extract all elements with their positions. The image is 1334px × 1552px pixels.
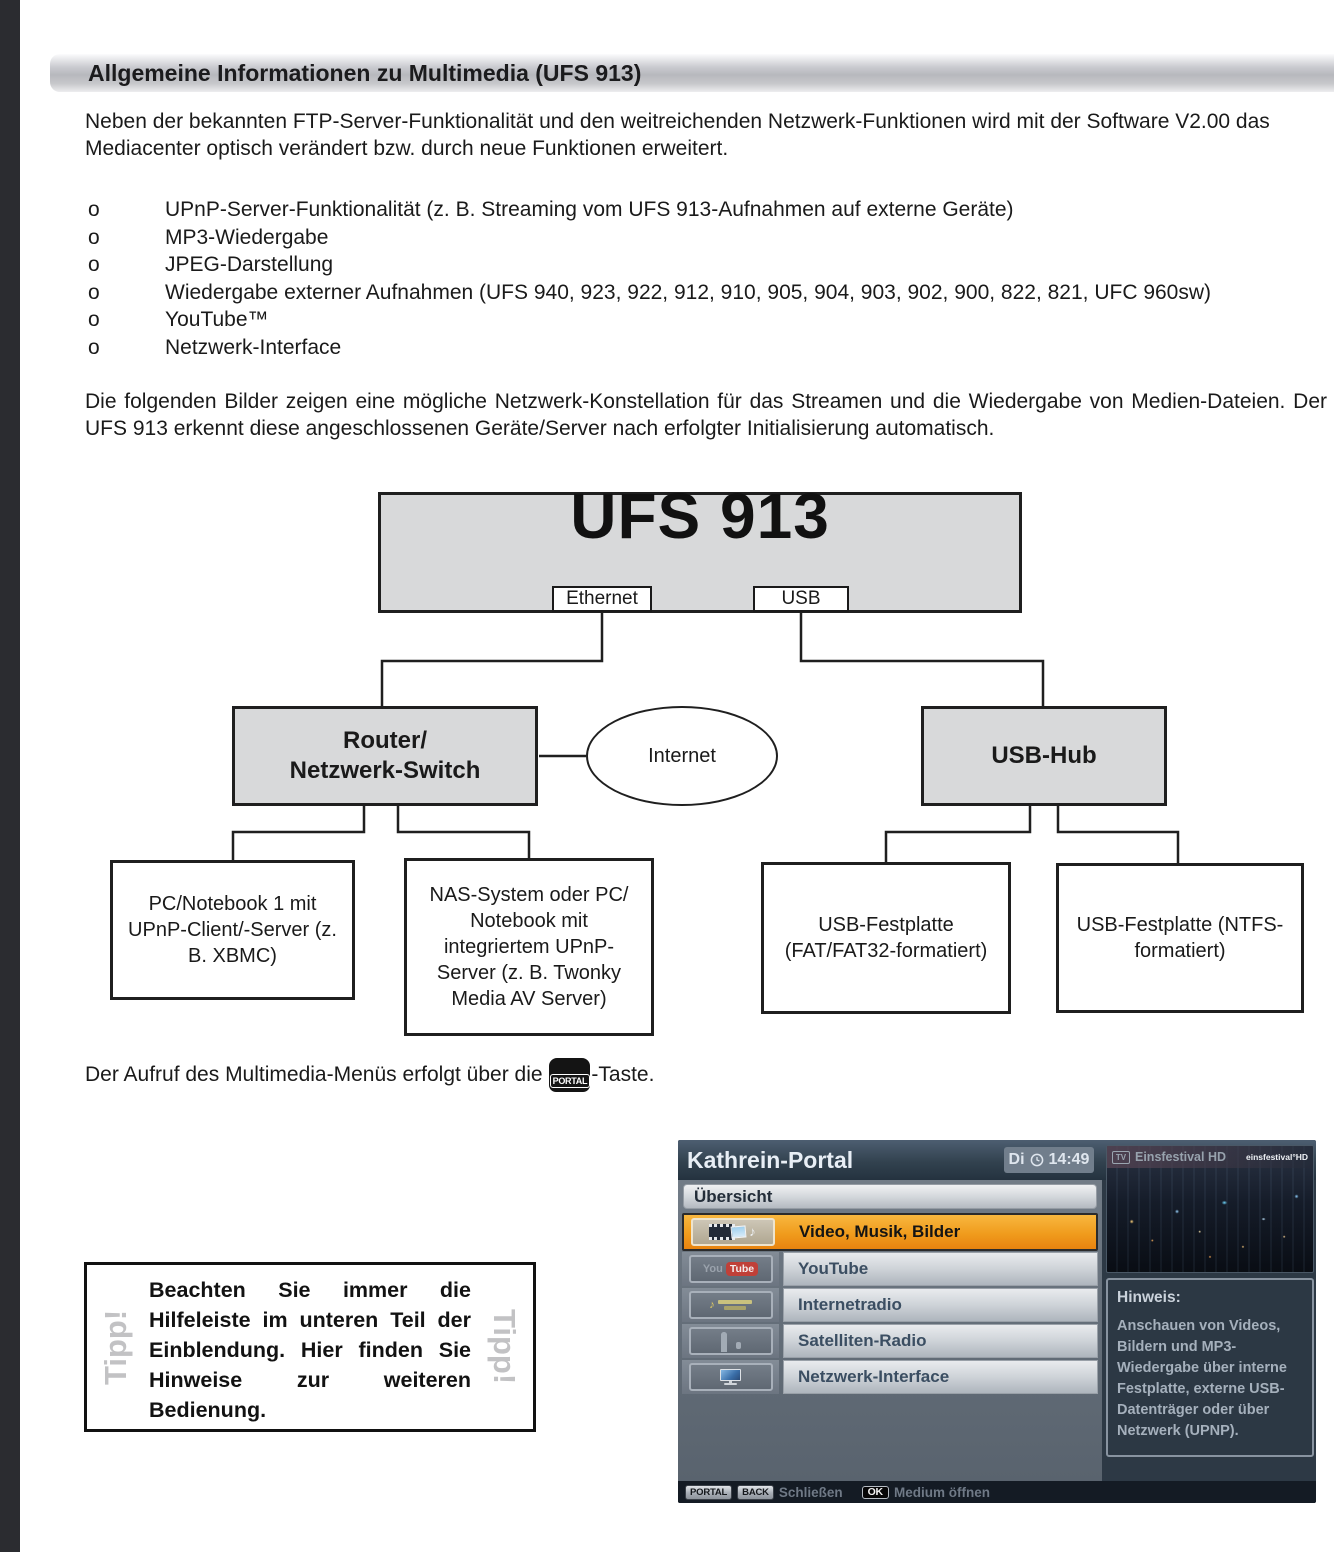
menu-icon-cell: ♪: [684, 1215, 781, 1249]
photo-icon: [730, 1225, 747, 1239]
diagram-ellipse-internet: Internet: [586, 706, 778, 806]
section-title-bar: Allgemeine Informationen zu Multimedia (…: [50, 54, 1334, 92]
router-label-line2: Netzwerk-Switch: [289, 757, 481, 784]
tv-preview-panel: TV Einsfestival HD einsfestival°HD: [1106, 1145, 1314, 1273]
kathrein-portal-screenshot: Kathrein-Portal Di 14:49 TV Einsfestival…: [678, 1140, 1316, 1503]
list-item-text: MP3-Wiedergabe: [165, 225, 329, 249]
tip-side-label-left: Tipp!: [98, 1309, 133, 1385]
diagram-port-ethernet: Ethernet: [552, 586, 652, 612]
intro-paragraph: Neben der bekannten FTP-Server-Funktiona…: [85, 110, 1270, 160]
radio-note-icon: ♪: [709, 1299, 715, 1311]
headphones-icon: [688, 1327, 773, 1355]
menu-item-youtube[interactable]: You Tube YouTube: [682, 1252, 1098, 1286]
internetradio-icon: ♪: [688, 1291, 773, 1319]
list-item-text: UPnP-Server-Funktionalität (z. B. Stream…: [165, 198, 1014, 221]
diagram-box-usb-hub: USB-Hub: [921, 706, 1167, 806]
page-left-margin-strip: [0, 0, 20, 1552]
tip-side-label-right: Tipp!: [487, 1309, 522, 1385]
back-key-button[interactable]: BACK: [737, 1484, 774, 1500]
portal-key-sentence: Der Aufruf des Multimedia-Menüs erfolgt …: [85, 1058, 654, 1092]
feature-list: o UPnP-Server-Funktionalität (z. B. Strea…: [88, 198, 1328, 363]
media-icon: ♪: [690, 1218, 775, 1246]
diagram-port-usb: USB: [753, 586, 849, 612]
diagram-box-pc-notebook: PC/Notebook 1 mit UPnP-Client/-Server (z…: [110, 860, 355, 1000]
device-name: UFS 913: [570, 480, 830, 552]
list-item-text: Netzwerk-Interface: [165, 335, 342, 359]
open-medium-action-label: Medium öffnen: [893, 1484, 990, 1500]
hint-panel: Hinweis: Anschauen von Videos, Bildern u…: [1106, 1278, 1314, 1457]
menu-item-label: Netzwerk-Interface: [783, 1360, 1098, 1394]
portal-footer-helpbar: PORTAL BACK Schließen OK Medium öffnen: [678, 1481, 1316, 1503]
close-action-label: Schließen: [778, 1484, 843, 1500]
music-note-icon: ♪: [749, 1224, 756, 1239]
youtube-icon-tube: Tube: [725, 1262, 759, 1276]
channel-name: Einsfestival HD: [1135, 1150, 1227, 1164]
youtube-icon-you: You: [702, 1263, 723, 1275]
network-diagram: UFS 913 Ethernet USB Router/ Netzwerk-Sw…: [0, 480, 1334, 1040]
list-item-text: JPEG-Darstellung: [165, 253, 334, 276]
tv-preview-channel-bar: TV Einsfestival HD einsfestival°HD: [1107, 1146, 1313, 1168]
portal-title: Kathrein-Portal: [687, 1147, 854, 1173]
menu-icon-cell: [682, 1324, 779, 1358]
bullet-marker: o: [88, 335, 100, 359]
portal-section-header: Übersicht: [683, 1184, 1097, 1209]
hint-title: Hinweis:: [1117, 1289, 1181, 1306]
list-item: o Netzwerk-Interface: [88, 336, 1328, 364]
menu-icon-cell: You Tube: [682, 1252, 779, 1286]
diagram-box-ufs913: UFS 913: [378, 480, 1022, 613]
list-item: o Wiedergabe externer Aufnahmen (UFS 940,…: [88, 281, 1328, 309]
bullet-marker: o: [88, 253, 100, 276]
portal-time-display: Di 14:49: [1004, 1147, 1094, 1173]
menu-icon-cell: ♪: [682, 1288, 779, 1322]
diagram-box-nas: NAS-System oder PC/ Notebook mit integri…: [404, 858, 654, 1036]
portal-menu-panel: Übersicht ♪ Video, Musik, Bilder You Tub…: [678, 1180, 1102, 1481]
portal-time: 14:49: [1048, 1151, 1090, 1168]
bullet-marker: o: [88, 198, 100, 221]
bullet-marker: o: [88, 308, 100, 331]
portal-key-icon: PORTAL: [549, 1058, 591, 1092]
channel-logo: einsfestival°HD: [1246, 1152, 1308, 1162]
portal-key-label: PORTAL: [549, 1074, 591, 1088]
radio-text-bars: [717, 1300, 752, 1310]
router-label-line1: Router/: [343, 727, 427, 754]
list-item: o JPEG-Darstellung: [88, 253, 1328, 281]
list-item-text: YouTube™: [165, 308, 269, 331]
list-item: o UPnP-Server-Funktionalität (z. B. Strea…: [88, 198, 1328, 226]
bullet-marker: o: [88, 225, 100, 249]
hint-text: Anschauen von Videos, Bildern und MP3-Wi…: [1117, 1318, 1287, 1439]
list-item-text: Wiedergabe externer Aufnahmen (UFS 940, …: [165, 280, 1212, 304]
menu-icon-cell: [682, 1360, 779, 1394]
ok-key-button[interactable]: OK: [861, 1485, 889, 1499]
diagram-box-usb-hdd-ntfs: USB-Festplatte (NTFS-formatiert): [1056, 863, 1304, 1013]
tip-box: Tipp! Beachten Sie immer die Hilfeleiste…: [84, 1262, 536, 1432]
menu-item-label: Internetradio: [783, 1288, 1098, 1322]
bullet-marker: o: [88, 280, 100, 304]
menu-item-netzwerk-interface[interactable]: Netzwerk-Interface: [682, 1360, 1098, 1394]
tv-badge-icon: TV: [1112, 1150, 1130, 1164]
youtube-icon: You Tube: [688, 1255, 773, 1283]
list-item: o YouTube™: [88, 308, 1328, 336]
portal-key-button[interactable]: PORTAL: [685, 1484, 733, 1500]
list-item: o MP3-Wiedergabe: [88, 226, 1328, 254]
section-title: Allgemeine Informationen zu Multimedia (…: [88, 60, 642, 86]
diagram-connector-lines: [231, 613, 1180, 864]
menu-item-video-musik-bilder[interactable]: ♪ Video, Musik, Bilder: [682, 1213, 1098, 1251]
diagram-box-usb-hdd-fat: USB-Festplatte (FAT/FAT32-formatiert): [761, 862, 1011, 1014]
menu-item-internetradio[interactable]: ♪ Internetradio: [682, 1288, 1098, 1322]
sentence-after: -Taste.: [591, 1063, 655, 1086]
menu-item-label: YouTube: [783, 1252, 1098, 1286]
network-computer-icon: [688, 1363, 773, 1391]
diagram-box-router: Router/ Netzwerk-Switch: [232, 706, 538, 806]
sentence-before: Der Aufruf des Multimedia-Menüs erfolgt …: [85, 1063, 543, 1086]
menu-item-satelliten-radio[interactable]: Satelliten-Radio: [682, 1324, 1098, 1358]
portal-day: Di: [1008, 1151, 1025, 1168]
clock-icon: [1030, 1153, 1043, 1167]
filmstrip-icon: [709, 1224, 736, 1240]
tip-text: Beachten Sie immer die Hilfeleiste im un…: [149, 1278, 471, 1422]
menu-item-label: Satelliten-Radio: [783, 1324, 1098, 1358]
menu-item-label: Video, Musik, Bilder: [799, 1222, 961, 1241]
diagram-intro-paragraph: Die folgenden Bilder zeigen eine möglich…: [85, 390, 1327, 440]
